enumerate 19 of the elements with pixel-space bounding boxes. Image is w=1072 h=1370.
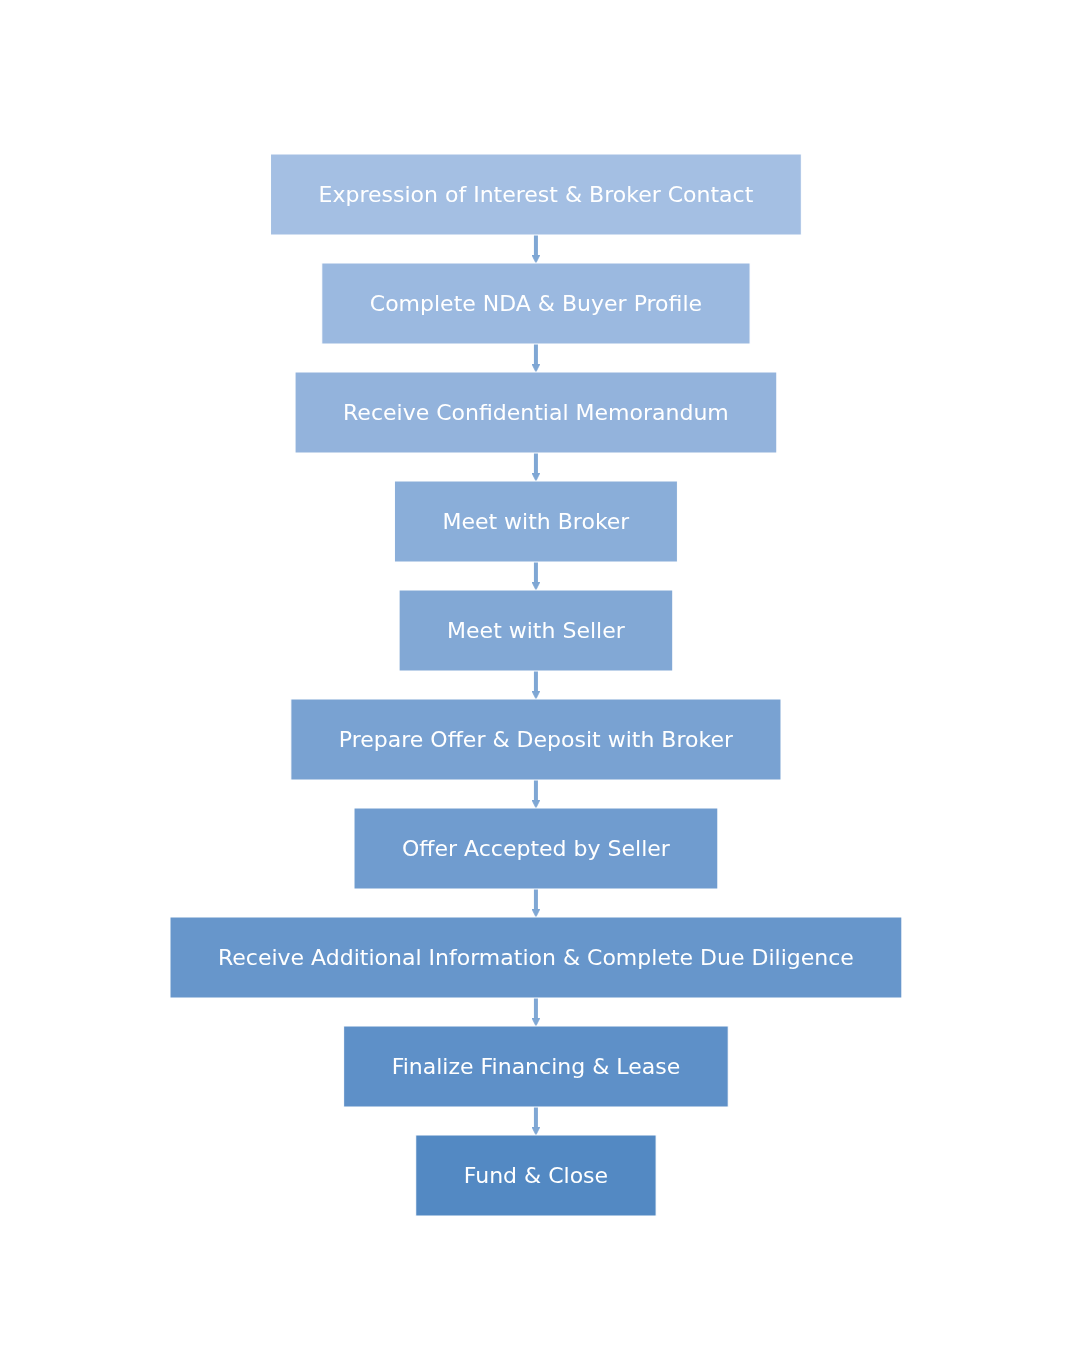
node-box: Fund & Close [415, 1134, 657, 1217]
node-box: Prepare Offer & Deposit with Broker [290, 698, 782, 781]
arrow [531, 780, 541, 809]
node-box: Meet with Broker [394, 480, 678, 563]
node-box: Finalize Financing & Lease [343, 1025, 729, 1108]
node-box: Meet with Seller [398, 589, 674, 672]
arrow [531, 344, 541, 373]
arrow [531, 453, 541, 482]
arrow [531, 671, 541, 700]
node-box: Receive Additional Information & Complete Due Diligence [169, 916, 903, 999]
node-box: Receive Confidential Memorandum [294, 371, 778, 454]
node-box: Expression of Interest & Broker Contact [270, 153, 802, 236]
arrow [531, 998, 541, 1027]
arrow [531, 889, 541, 918]
arrow [531, 1107, 541, 1136]
node-box: Offer Accepted by Seller [353, 807, 719, 890]
arrow [531, 562, 541, 591]
node-box: Complete NDA & Buyer Profile [321, 262, 751, 345]
arrow [531, 235, 541, 264]
